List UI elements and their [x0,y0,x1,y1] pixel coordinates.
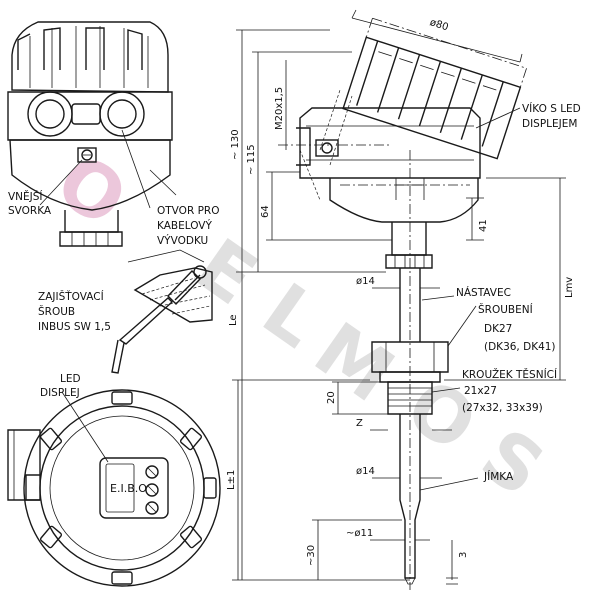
dim-l-pm1: L±1 [226,470,237,490]
label-srouben-2: DK27 [484,323,512,335]
dim-30: ~30 [306,545,317,566]
label-srouben-1: ŠROUBENÍ [478,303,533,316]
label-vnejsi-svorka-1: VNĚJŠÍ [8,190,43,203]
dim-3: 3 [458,552,469,558]
head-front-view [7,21,177,247]
sensor-side-view [278,17,527,590]
dim-20: 20 [326,391,337,404]
dim-130: ~ 130 [230,129,241,160]
label-krouzek-3: (27x32, 33x39) [462,402,543,414]
label-nastavec: NÁSTAVEC [456,286,511,299]
dim-phi14-bottom: ø14 [356,466,375,477]
label-jimka: JÍMKA [483,470,514,483]
dim-z: Z [356,418,363,429]
label-led-displej-1: LED [60,373,81,385]
dim-115: ~ 115 [246,144,257,175]
callout-labels: VNĚJŠÍ SVORKA OTVOR PRO KABELOVÝ VÝVODKU… [8,102,581,483]
watermark-letter-s: S [466,413,561,515]
dimension-text: ø80 M20x1,5 ~ 130 ~ 115 64 41 Lmv ø14 Le… [226,17,575,566]
dim-lmv: Lmv [564,277,575,298]
label-otvor-1: OTVOR PRO [157,205,219,217]
label-viko-1: VÍKO S LED [522,102,581,115]
head-top-view: E.I.B.O [7,389,221,587]
display-digits: E.I.B.O [110,482,147,495]
label-krouzek-2: 21x27 [464,385,497,397]
label-otvor-2: KABELOVÝ [157,219,212,232]
dim-le: Le [228,314,239,326]
label-vnejsi-svorka-2: SVORKA [8,205,52,217]
dim-phi14-top: ø14 [356,276,375,287]
dim-phi11: ~ø11 [346,528,373,539]
label-otvor-3: VÝVODKU [157,234,208,247]
label-viko-2: DISPLEJEM [522,118,577,130]
label-led-displej-2: DISPLEJ [40,387,80,399]
dimension-lines [232,9,566,585]
label-zajistovaci-1: ZAJIŠŤOVACÍ [38,290,104,303]
label-srouben-3: (DK36, DK41) [484,341,556,353]
dim-phi80: ø80 [428,17,449,33]
label-zajistovaci-3: INBUS SW 1,5 [38,321,111,333]
label-zajistovaci-2: ŠROUB [38,305,75,318]
label-krouzek-1: KROUŽEK TĚSNÍCÍ [462,368,557,381]
dim-64: 64 [260,205,271,218]
locking-screw-detail [111,249,213,374]
dim-41: 41 [478,219,489,232]
dim-m20: M20x1,5 [274,87,285,130]
